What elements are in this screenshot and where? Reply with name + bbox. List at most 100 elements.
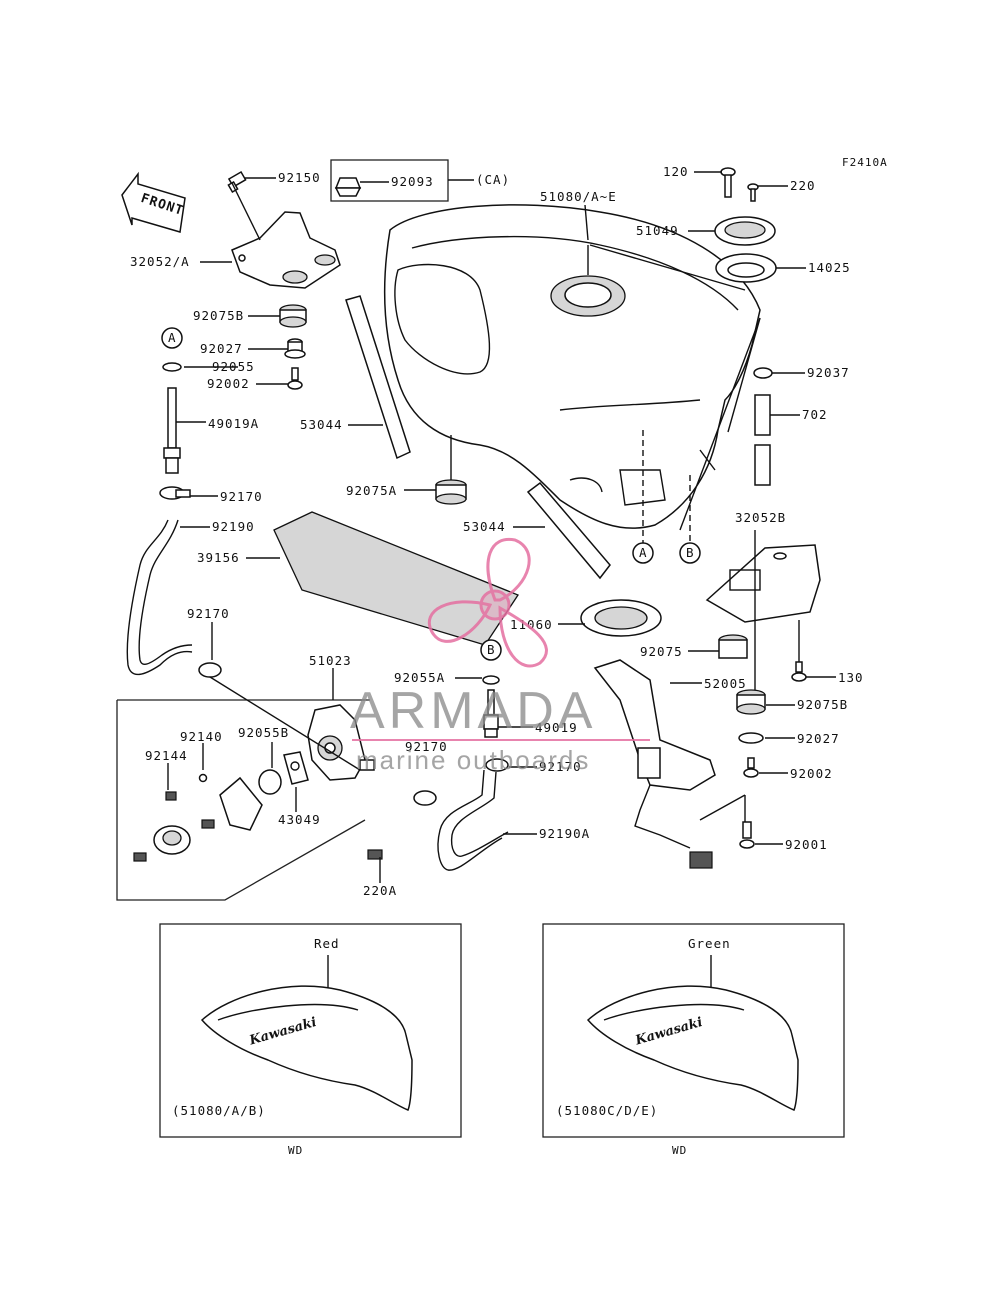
inset-red-footer: WD xyxy=(288,1144,303,1157)
gasket-11060 xyxy=(580,599,662,637)
callout-32052A: 32052/A xyxy=(130,254,190,269)
callout-702: 702 xyxy=(802,407,828,422)
collar-92027-icon xyxy=(284,338,306,359)
screw-icons xyxy=(133,819,215,862)
valve-49019A-icon xyxy=(163,387,181,474)
callout-92150: 92150 xyxy=(278,170,321,185)
callout-92170-mid: 92170 xyxy=(405,739,448,754)
marker-B-tank-label: B xyxy=(686,545,695,560)
damper-92075B-icon xyxy=(279,304,307,328)
damper-92075-icon xyxy=(718,634,748,659)
inset-red-variant: Red Kawasaki (51080/A/B) xyxy=(159,923,462,1138)
inset-green-part-ref: (51080C/D/E) xyxy=(556,1103,658,1118)
collar-92027-right-icon xyxy=(738,732,764,744)
callout-92037: 92037 xyxy=(807,365,850,380)
front-arrow-icon: FRONT xyxy=(121,171,186,233)
callout-92170-left: 92170 xyxy=(187,606,230,621)
callout-92144: 92144 xyxy=(145,748,188,763)
callout-49019: 49019 xyxy=(535,720,578,735)
cap-ring xyxy=(715,253,777,283)
propeller-logo-icon xyxy=(428,537,548,668)
callout-92170-right: 92170 xyxy=(539,759,582,774)
callout-92190A: 92190A xyxy=(539,826,590,841)
callout-39156: 39156 xyxy=(197,550,240,565)
marker-A-tank-label: A xyxy=(639,545,648,560)
callout-120: 120 xyxy=(663,164,689,179)
callout-53044-lower: 53044 xyxy=(463,519,506,534)
marker-A-top-label: A xyxy=(168,330,177,345)
callout-92055: 92055 xyxy=(212,359,255,374)
o-ring-92055B-icon xyxy=(258,769,282,795)
damper-92075A-icon xyxy=(435,479,467,505)
clamp-92170-icon xyxy=(159,486,191,500)
bolt-92002-right-icon xyxy=(743,757,759,778)
inset-red-part-ref: (51080/A/B) xyxy=(172,1103,266,1118)
bolt-92001-icon xyxy=(739,821,755,849)
callout-92002-right: 92002 xyxy=(790,766,833,781)
bracket-32052A xyxy=(231,211,341,289)
marker-A-tank: A xyxy=(632,430,654,564)
callout-220: 220 xyxy=(790,178,816,193)
armada-watermark: ARMADA marine outboards xyxy=(350,537,650,775)
callout-220A: 220A xyxy=(363,883,397,898)
leader-lines xyxy=(167,171,836,883)
valve-49019-icon xyxy=(483,689,499,738)
marker-B-tank: B xyxy=(679,475,701,564)
gasket-43049-icon xyxy=(283,751,309,785)
callout-92002: 92002 xyxy=(207,376,250,391)
callout-14025: 14025 xyxy=(808,260,851,275)
callout-51049: 51049 xyxy=(636,223,679,238)
clamp-92170-lower-icon xyxy=(413,790,437,806)
callout-53044-upper: 53044 xyxy=(300,417,343,432)
bolt-130-icon xyxy=(791,661,807,682)
bolt-220-icon xyxy=(747,183,759,202)
callout-92001: 92001 xyxy=(785,837,828,852)
marker-B-valve: B xyxy=(480,639,502,661)
fuel-cock-51023 xyxy=(307,704,375,781)
callout-92093: 92093 xyxy=(391,174,434,189)
callout-51080: 51080/A~E xyxy=(540,189,617,204)
callout-52005: 52005 xyxy=(704,676,747,691)
watermark-subtitle: marine outboards xyxy=(356,745,590,775)
callout-92075A: 92075A xyxy=(346,483,397,498)
screw-92144-icon xyxy=(165,791,177,801)
bracket-32052B xyxy=(705,544,821,623)
inset-green-variant: Green Kawasaki (51080C/D/E) xyxy=(542,923,845,1138)
figure-code: F2410A xyxy=(842,156,888,169)
diaphragm-plate xyxy=(219,776,263,831)
callout-130: 130 xyxy=(838,670,864,685)
callout-32052B: 32052B xyxy=(735,510,786,525)
clip-92037-icon xyxy=(753,367,773,379)
callout-43049: 43049 xyxy=(278,812,321,827)
hose-92190 xyxy=(126,519,193,676)
marker-A-top: A xyxy=(161,327,183,349)
inset-green-footer: WD xyxy=(672,1144,687,1157)
o-ring-92055A-icon xyxy=(482,675,500,685)
callout-92027: 92027 xyxy=(200,341,243,356)
callout-92170-top: 92170 xyxy=(220,489,263,504)
clamp-92170-mid-icon xyxy=(485,758,509,772)
screw-220A-icon xyxy=(367,849,383,860)
marker-B-valve-label: B xyxy=(487,642,496,657)
callout-49019A: 49019A xyxy=(208,416,259,431)
callout-CA: (CA) xyxy=(476,172,510,187)
callout-92075B-right: 92075B xyxy=(797,697,848,712)
fuel-cap xyxy=(714,216,776,246)
callout-labels: 92150 92093 (CA) 120 220 51080/A~E 51049… xyxy=(130,164,864,898)
strip-53044-lower xyxy=(526,481,611,580)
callout-92190: 92190 xyxy=(212,519,255,534)
tube-702 xyxy=(754,394,771,486)
inset-red-color-label: Red xyxy=(314,936,340,951)
callout-92075B: 92075B xyxy=(193,308,244,323)
callout-92055A: 92055A xyxy=(394,670,445,685)
clamp-92170-left-icon xyxy=(198,662,222,678)
damper-92075B-right-icon xyxy=(736,689,766,715)
bolt-92150-icon xyxy=(227,171,247,193)
hose-92190A xyxy=(437,769,509,871)
lever-knob xyxy=(153,825,191,855)
bolt-92002-icon xyxy=(287,367,303,390)
callout-92055B: 92055B xyxy=(238,725,289,740)
callout-92075: 92075 xyxy=(640,644,683,659)
callout-51023: 51023 xyxy=(309,653,352,668)
